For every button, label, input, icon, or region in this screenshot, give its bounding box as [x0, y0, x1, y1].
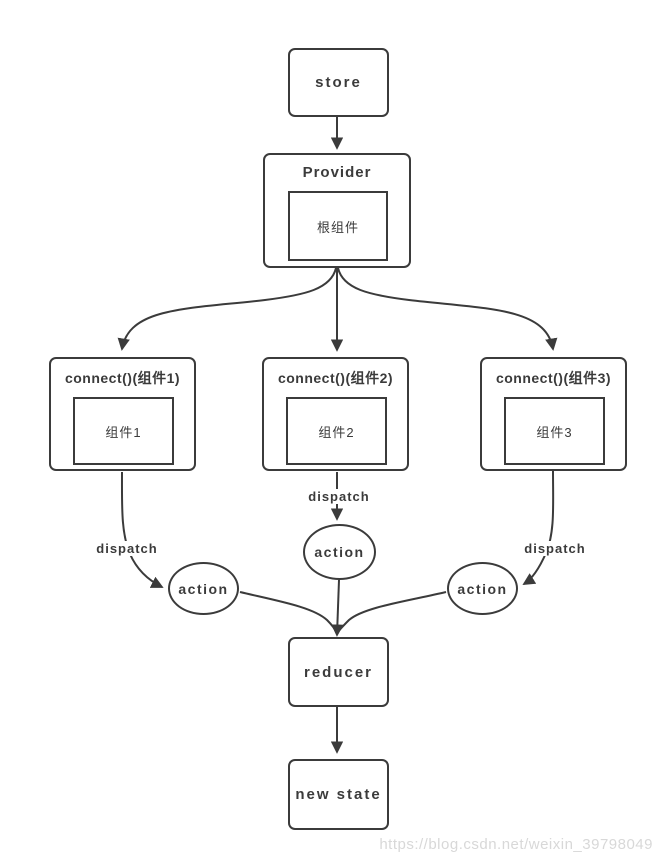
node-action-middle: action — [303, 524, 376, 580]
edge-action2-reducer — [331, 579, 344, 637]
root-component-label: 根组件 — [316, 219, 359, 235]
node-component3: 组件3 — [504, 397, 605, 465]
component3-label: 组件3 — [536, 424, 573, 440]
connect3-label: connect()(组件3) — [495, 370, 612, 386]
connect1-label: connect()(组件1) — [64, 370, 181, 386]
node-action-left: action — [168, 562, 239, 615]
action-middle-label: action — [314, 544, 365, 560]
node-store: store — [288, 48, 389, 117]
edge-action1-reducer — [239, 591, 337, 633]
node-reducer: reducer — [288, 637, 389, 707]
node-root-component: 根组件 — [288, 191, 388, 261]
node-component1: 组件1 — [73, 397, 174, 465]
node-connect3: connect()(组件3) 组件3 — [480, 357, 627, 471]
node-new-state: new state — [288, 759, 389, 830]
component1-label: 组件1 — [105, 424, 142, 440]
watermark-url: https://blog.csdn.net/weixin_39798049 — [379, 836, 653, 853]
dispatch-label-right: dispatch — [521, 541, 589, 556]
action-left-label: action — [178, 580, 229, 597]
edge-action3-reducer — [337, 591, 447, 633]
node-provider: Provider 根组件 — [263, 153, 411, 268]
node-component2: 组件2 — [286, 397, 387, 465]
new-state-label: new state — [295, 786, 382, 803]
reducer-label: reducer — [303, 663, 374, 681]
node-action-right: action — [447, 562, 518, 615]
edge-connect3-action3 — [522, 470, 555, 585]
edge-provider-connect3 — [337, 267, 558, 351]
store-label: store — [315, 74, 362, 91]
action-right-label: action — [457, 580, 508, 597]
connect2-label: connect()(组件2) — [277, 370, 394, 386]
dispatch-label-left: dispatch — [93, 541, 161, 556]
dispatch-label-middle: dispatch — [305, 489, 373, 504]
edge-provider-connect1 — [117, 267, 337, 351]
node-connect1: connect()(组件1) 组件1 — [49, 357, 196, 471]
component2-label: 组件2 — [318, 424, 355, 440]
node-connect2: connect()(组件2) 组件2 — [262, 357, 409, 471]
provider-label: Provider — [302, 164, 372, 181]
edge-connect1-action1 — [120, 471, 164, 588]
